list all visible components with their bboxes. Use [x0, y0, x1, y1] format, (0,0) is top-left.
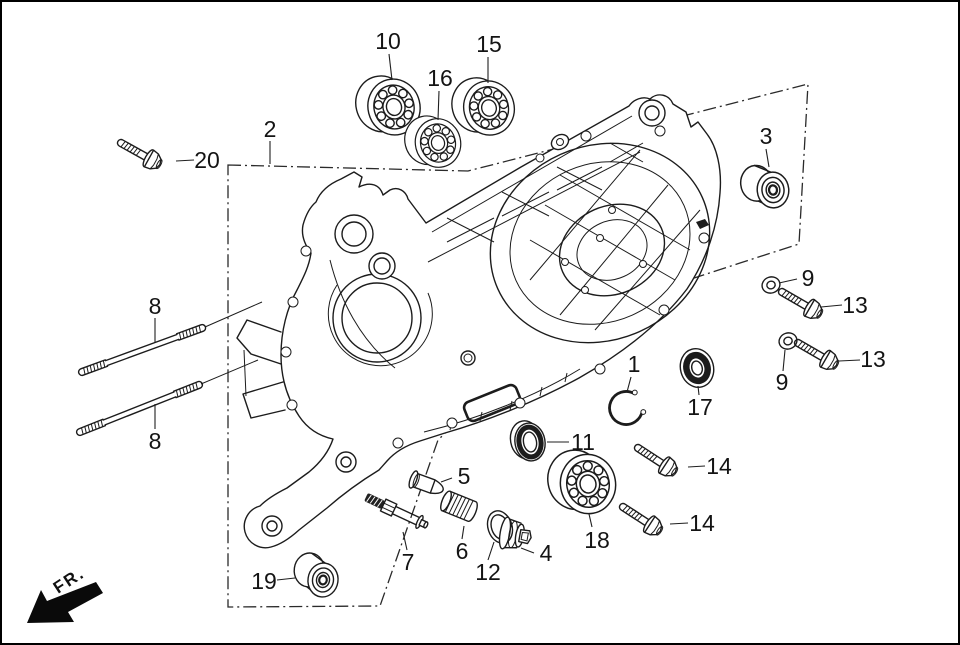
- roller-19: [289, 549, 343, 601]
- leader-line-6: [461, 525, 465, 540]
- part-label-20: 20: [194, 147, 220, 173]
- flange-bolt-14a: [629, 437, 682, 482]
- roller-3: [737, 161, 792, 213]
- circlip-1: [608, 389, 647, 426]
- leader-line-9a: [778, 278, 798, 284]
- part-label-2: 2: [264, 116, 277, 142]
- part-label-18: 18: [584, 527, 610, 553]
- part-label-14b: 14: [689, 510, 715, 536]
- stud-alignment-line: [200, 301, 263, 385]
- leader-line-14a: [687, 465, 706, 468]
- leader-line-19: [276, 577, 296, 581]
- part-label-17: 17: [687, 394, 713, 420]
- parts-layer: [74, 67, 843, 601]
- part-label-14a: 14: [706, 453, 732, 479]
- screw-plug-6: [440, 490, 478, 522]
- part-label-6: 6: [456, 538, 469, 564]
- part-label-9b: 9: [776, 369, 789, 395]
- part-label-11: 11: [571, 429, 595, 455]
- leader-line-16: [437, 90, 440, 121]
- part-label-13a: 13: [842, 292, 868, 318]
- leader-line-17: [697, 385, 700, 396]
- part-label-4: 4: [540, 540, 553, 566]
- leader-line-13b: [838, 359, 861, 362]
- stud-bolt-8a: [76, 322, 208, 378]
- part-label-10: 10: [375, 28, 401, 54]
- flange-bolt-13b: [789, 332, 843, 375]
- leader-line-13a: [820, 304, 843, 308]
- leader-line-20: [175, 159, 195, 162]
- part-label-7: 7: [402, 549, 415, 575]
- part-label-12: 12: [475, 559, 501, 585]
- leader-line-7: [402, 531, 408, 551]
- fr-direction-indicator: FR.: [27, 563, 103, 623]
- stud-bolt-8b: [74, 379, 205, 438]
- leader-line-1: [626, 376, 632, 393]
- leader-line-5: [440, 477, 453, 483]
- cable-clamp-icon: [696, 219, 709, 229]
- leader-line-4: [520, 547, 535, 554]
- leader-line-10: [388, 53, 393, 81]
- leader-line-14b: [669, 522, 689, 525]
- washer-9b: [778, 332, 798, 350]
- fr-arrow-icon: [27, 582, 103, 623]
- flange-bolt-14b: [614, 496, 667, 541]
- seal-washer-17: [679, 347, 715, 389]
- washer-9a: [761, 276, 781, 294]
- shoulder-bolt-7: [364, 493, 429, 530]
- part-label-13b: 13: [860, 346, 886, 372]
- part-label-8a: 8: [149, 293, 162, 319]
- part-label-5: 5: [458, 463, 471, 489]
- part-label-16: 16: [427, 65, 453, 91]
- bolt-holes: [280, 125, 710, 449]
- flange-bolt-20: [112, 132, 167, 175]
- dowel-pin-5: [408, 470, 444, 495]
- part-label-9a: 9: [802, 265, 815, 291]
- part-label-15: 15: [476, 31, 502, 57]
- leader-line-12: [487, 541, 495, 561]
- flange-bolt-13a: [773, 281, 827, 324]
- leader-line-9b: [782, 349, 786, 372]
- drain-plug-4: [498, 516, 532, 550]
- bearing-18: [542, 442, 622, 521]
- leader-line-3: [765, 148, 770, 168]
- part-label-8b: 8: [149, 428, 162, 454]
- part-label-19: 19: [251, 568, 277, 594]
- part-label-3: 3: [760, 123, 773, 149]
- crankcase-drawing: [236, 94, 722, 549]
- oil-seal-11: [509, 420, 546, 462]
- leader-line-18: [588, 513, 593, 528]
- part-label-1: 1: [628, 351, 641, 377]
